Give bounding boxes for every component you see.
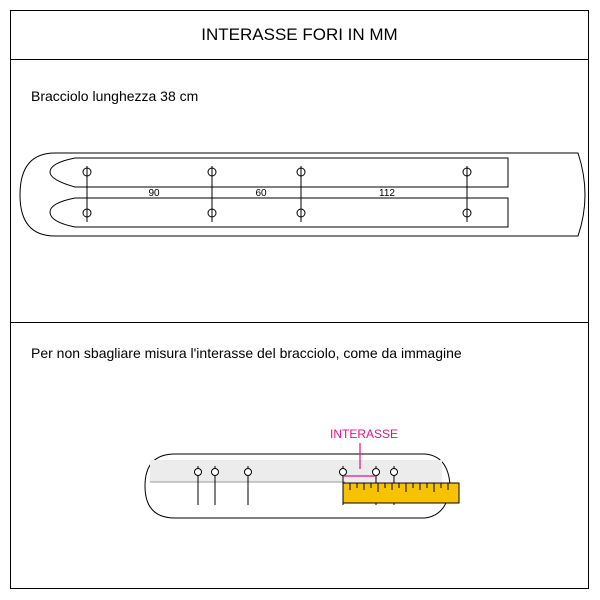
- page-title: INTERASSE FORI IN MM: [11, 11, 588, 60]
- hole-pairs: [82, 166, 472, 222]
- section-divider: [11, 322, 588, 323]
- lower-slot: [49, 197, 509, 228]
- dimension-label: 60: [255, 188, 267, 199]
- dimension-label: 90: [148, 188, 160, 199]
- measurement-illustration: INTERASSE: [144, 427, 460, 519]
- interasse-label: INTERASSE: [330, 427, 398, 441]
- interasse-bracket: [343, 443, 376, 477]
- diagram-frame: INTERASSE FORI IN MM: [10, 10, 589, 589]
- armrest-outline: [19, 152, 586, 237]
- ruler-icon: [342, 482, 460, 504]
- upper-slot: [49, 157, 509, 188]
- armrest-length-caption: Bracciolo lunghezza 38 cm: [31, 88, 199, 104]
- measure-instruction-caption: Per non sbagliare misura l'interasse del…: [31, 345, 462, 361]
- dimension-label: 112: [379, 188, 395, 199]
